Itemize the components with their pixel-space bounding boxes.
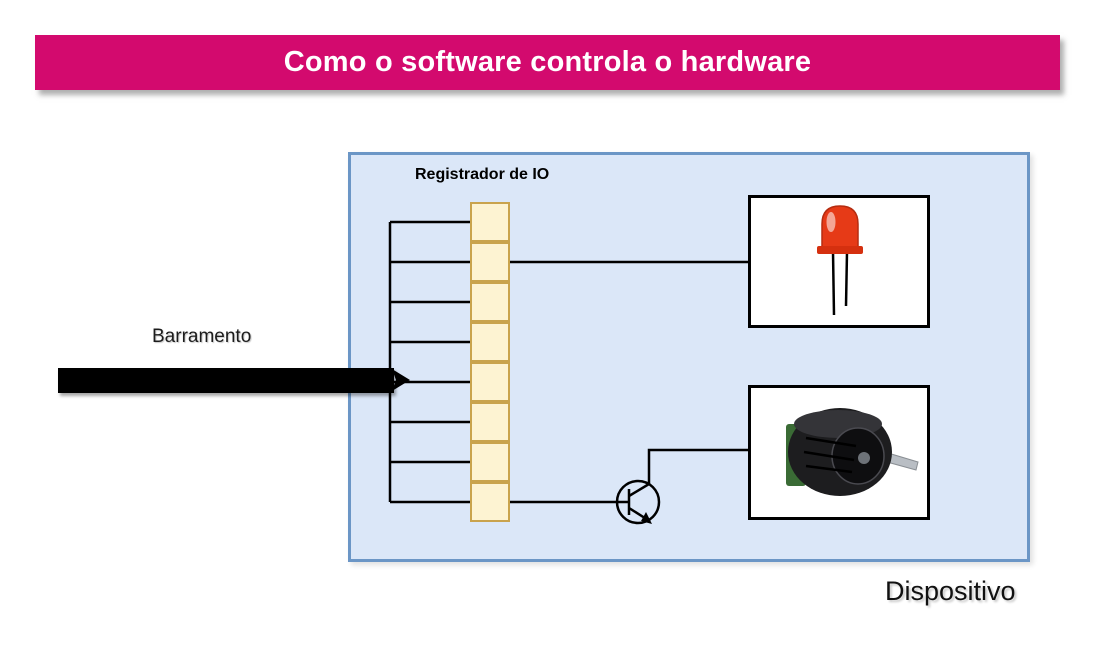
led-box [748,195,930,328]
register-cell [470,322,510,362]
io-register [470,202,510,522]
slide-title: Como o software controla o hardware [283,46,812,78]
bus-bar [58,368,394,393]
register-cell [470,362,510,402]
bus-label: Barramento [152,326,252,347]
device-label: Dispositivo [885,576,1016,606]
register-cell [470,202,510,242]
register-cell [470,282,510,322]
register-cell [470,442,510,482]
io-register-label: Registrador de IO [415,166,550,183]
register-cell [470,242,510,282]
register-cell [470,402,510,442]
register-cell [470,482,510,522]
title-banner: Como o software controla o hardware [35,35,1060,90]
motor-box [748,385,930,520]
